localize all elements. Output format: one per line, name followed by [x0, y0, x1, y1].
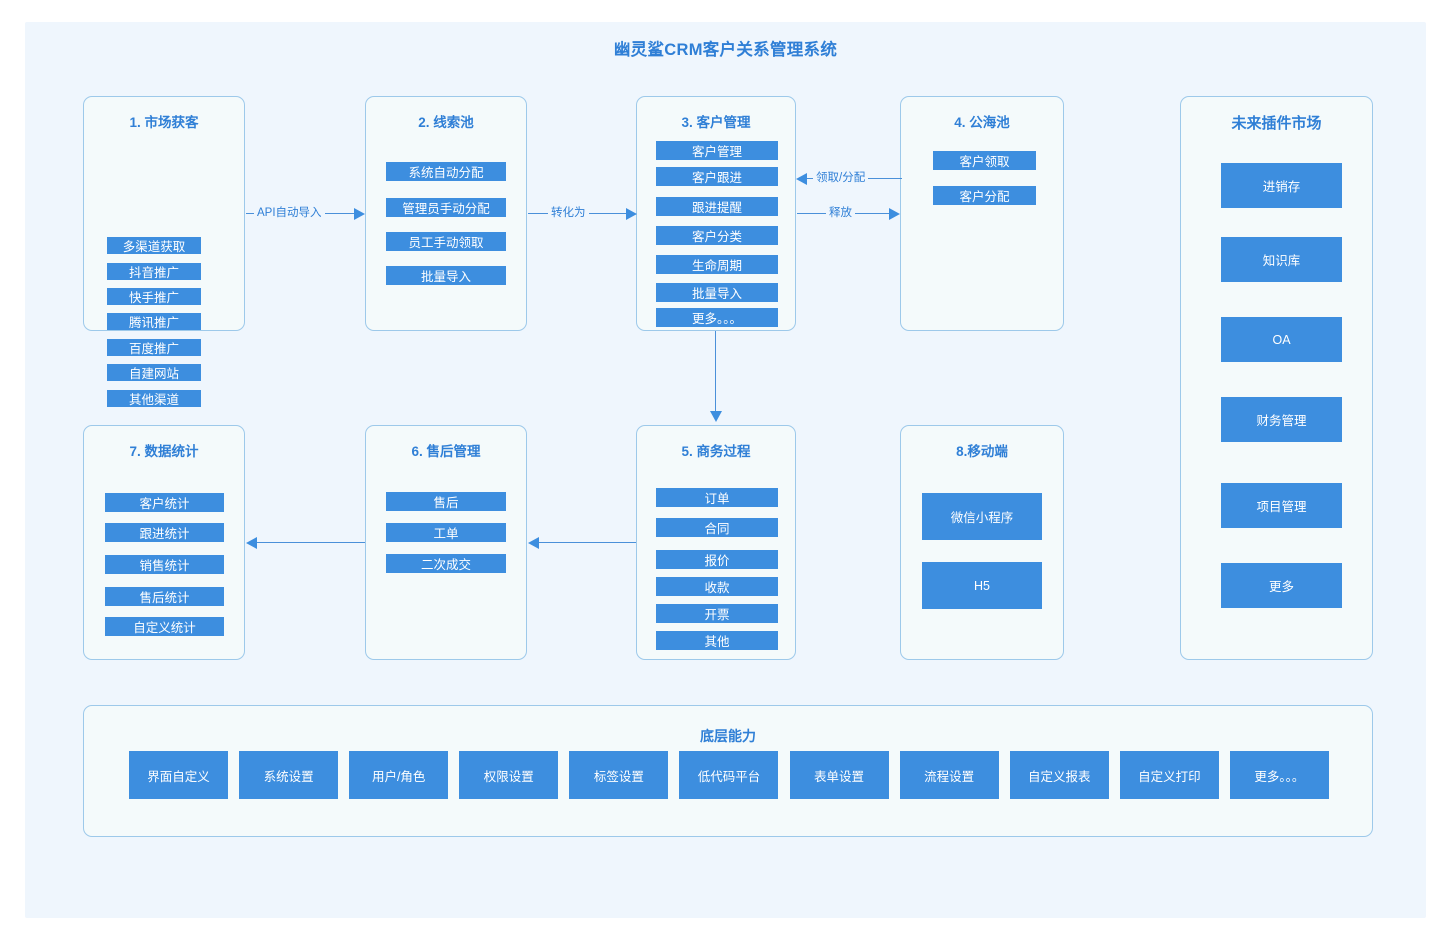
chip-aftersales-1[interactable]: 工单 — [386, 523, 506, 542]
group-leadpool[interactable]: 2. 线索池 系统自动分配 管理员手动分配 员工手动领取 批量导入 — [365, 96, 527, 331]
chip-mobile-0[interactable]: 微信小程序 — [922, 493, 1042, 540]
chip-bottom-1[interactable]: 系统设置 — [239, 751, 339, 799]
bottom-capability-panel[interactable]: 底层能力 界面自定义 系统设置 用户/角色 权限设置 标签设置 低代码平台 表单… — [83, 705, 1373, 837]
group-business[interactable]: 5. 商务过程 订单 合同 报价 收款 开票 其他 — [636, 425, 796, 660]
group-customer-title: 3. 客户管理 — [681, 115, 751, 130]
chip-customer-1[interactable]: 客户跟进 — [656, 167, 778, 186]
chip-business-2[interactable]: 报价 — [656, 550, 778, 569]
chip-customer-5[interactable]: 批量导入 — [656, 283, 778, 302]
connector-aftersales-statistics-line — [256, 542, 365, 544]
chip-market-6[interactable]: 其他渠道 — [107, 390, 201, 407]
connector-market-leadpool-arrowhead — [354, 208, 365, 220]
chip-bottom-0[interactable]: 界面自定义 — [129, 751, 228, 799]
connector-leadpool-customer-arrowhead — [626, 208, 637, 220]
chip-bottom-7[interactable]: 流程设置 — [899, 751, 999, 799]
connector-customer-business-line — [715, 331, 717, 413]
chip-market-0[interactable]: 多渠道获取 — [107, 237, 201, 254]
chip-bottom-10[interactable]: 更多。。。 — [1229, 751, 1329, 799]
group-market[interactable]: 1. 市场获客 多渠道获取 抖音推广 快手推广 腾讯推广 百度推广 自建网站 其… — [83, 96, 245, 407]
group-plugin-market[interactable]: 未来插件市场 进销存 知识库 OA 财务管理 项目管理 更多 — [1180, 96, 1373, 660]
chip-customer-6[interactable]: 更多。。。 — [656, 308, 778, 327]
chip-bottom-5[interactable]: 低代码平台 — [679, 751, 779, 799]
chip-business-0[interactable]: 订单 — [656, 488, 778, 507]
group-market-title: 1. 市场获客 — [129, 115, 199, 130]
chip-statistics-4[interactable]: 自定义统计 — [105, 617, 224, 636]
connector-leadpool-customer-label: 转化为 — [548, 206, 589, 220]
chip-plugin-3[interactable]: 财务管理 — [1221, 397, 1342, 442]
chip-bottom-9[interactable]: 自定义打印 — [1119, 751, 1219, 799]
bottom-capability-row: 界面自定义 系统设置 用户/角色 权限设置 标签设置 低代码平台 表单设置 流程… — [129, 751, 1329, 799]
chip-bottom-4[interactable]: 标签设置 — [569, 751, 669, 799]
chip-plugin-4[interactable]: 项目管理 — [1221, 483, 1342, 528]
chip-bottom-2[interactable]: 用户/角色 — [349, 751, 449, 799]
chip-mobile-1[interactable]: H5 — [922, 562, 1042, 609]
chip-market-5[interactable]: 自建网站 — [107, 364, 201, 381]
connector-customer-seapool-arrowhead — [889, 208, 900, 220]
chip-seapool-1[interactable]: 客户分配 — [933, 186, 1036, 205]
connector-market-leadpool-label: API自动导入 — [254, 206, 325, 220]
chip-leadpool-2[interactable]: 员工手动领取 — [386, 232, 506, 251]
group-business-title: 5. 商务过程 — [681, 444, 751, 459]
chip-plugin-1[interactable]: 知识库 — [1221, 237, 1342, 282]
chip-business-4[interactable]: 开票 — [656, 604, 778, 623]
chip-plugin-5[interactable]: 更多 — [1221, 563, 1342, 608]
chip-statistics-0[interactable]: 客户统计 — [105, 493, 224, 512]
chip-market-2[interactable]: 快手推广 — [107, 288, 201, 305]
chip-business-1[interactable]: 合同 — [656, 518, 778, 537]
chip-market-4[interactable]: 百度推广 — [107, 339, 201, 356]
chip-business-3[interactable]: 收款 — [656, 577, 778, 596]
chip-customer-0[interactable]: 客户管理 — [656, 141, 778, 160]
chip-aftersales-0[interactable]: 售后 — [386, 492, 506, 511]
group-leadpool-title: 2. 线索池 — [418, 115, 474, 130]
chip-bottom-6[interactable]: 表单设置 — [789, 751, 889, 799]
group-statistics[interactable]: 7. 数据统计 客户统计 跟进统计 销售统计 售后统计 自定义统计 — [83, 425, 245, 660]
group-mobile-title: 8.移动端 — [956, 444, 1008, 459]
chip-leadpool-3[interactable]: 批量导入 — [386, 266, 506, 285]
connector-aftersales-statistics-arrowhead — [246, 537, 257, 549]
connector-customer-seapool-label: 释放 — [826, 206, 855, 220]
group-customer[interactable]: 3. 客户管理 客户管理 客户跟进 跟进提醒 客户分类 生命周期 批量导入 更多… — [636, 96, 796, 331]
chip-customer-3[interactable]: 客户分类 — [656, 226, 778, 245]
connector-business-aftersales-line — [538, 542, 636, 544]
chip-aftersales-2[interactable]: 二次成交 — [386, 554, 506, 573]
chip-statistics-1[interactable]: 跟进统计 — [105, 523, 224, 542]
chip-market-3[interactable]: 腾讯推广 — [107, 313, 201, 330]
chip-business-5[interactable]: 其他 — [656, 631, 778, 650]
group-mobile[interactable]: 8.移动端 微信小程序 H5 — [900, 425, 1064, 660]
chip-statistics-3[interactable]: 售后统计 — [105, 587, 224, 606]
group-seapool-title: 4. 公海池 — [954, 115, 1010, 130]
group-statistics-title: 7. 数据统计 — [129, 444, 199, 459]
connector-business-aftersales-arrowhead — [528, 537, 539, 549]
chip-market-1[interactable]: 抖音推广 — [107, 263, 201, 280]
chip-customer-4[interactable]: 生命周期 — [656, 255, 778, 274]
chip-customer-2[interactable]: 跟进提醒 — [656, 197, 778, 216]
chip-leadpool-0[interactable]: 系统自动分配 — [386, 162, 506, 181]
page-title: 幽灵鲨CRM客户关系管理系统 — [613, 41, 838, 59]
group-aftersales[interactable]: 6. 售后管理 售后 工单 二次成交 — [365, 425, 527, 660]
connector-seapool-customer-arrowhead — [796, 173, 807, 185]
connector-customer-business-arrowhead — [710, 411, 722, 422]
group-aftersales-title: 6. 售后管理 — [411, 444, 481, 459]
group-seapool[interactable]: 4. 公海池 客户领取 客户分配 — [900, 96, 1064, 331]
chip-statistics-2[interactable]: 销售统计 — [105, 555, 224, 574]
group-plugin-market-title: 未来插件市场 — [1231, 115, 1322, 132]
chip-bottom-3[interactable]: 权限设置 — [459, 751, 559, 799]
chip-seapool-0[interactable]: 客户领取 — [933, 151, 1036, 170]
chip-bottom-8[interactable]: 自定义报表 — [1009, 751, 1109, 799]
bottom-panel-title: 底层能力 — [700, 728, 756, 744]
chip-plugin-0[interactable]: 进销存 — [1221, 163, 1342, 208]
connector-seapool-customer-label: 领取/分配 — [813, 171, 869, 185]
chip-plugin-2[interactable]: OA — [1221, 317, 1342, 362]
chip-leadpool-1[interactable]: 管理员手动分配 — [386, 198, 506, 217]
